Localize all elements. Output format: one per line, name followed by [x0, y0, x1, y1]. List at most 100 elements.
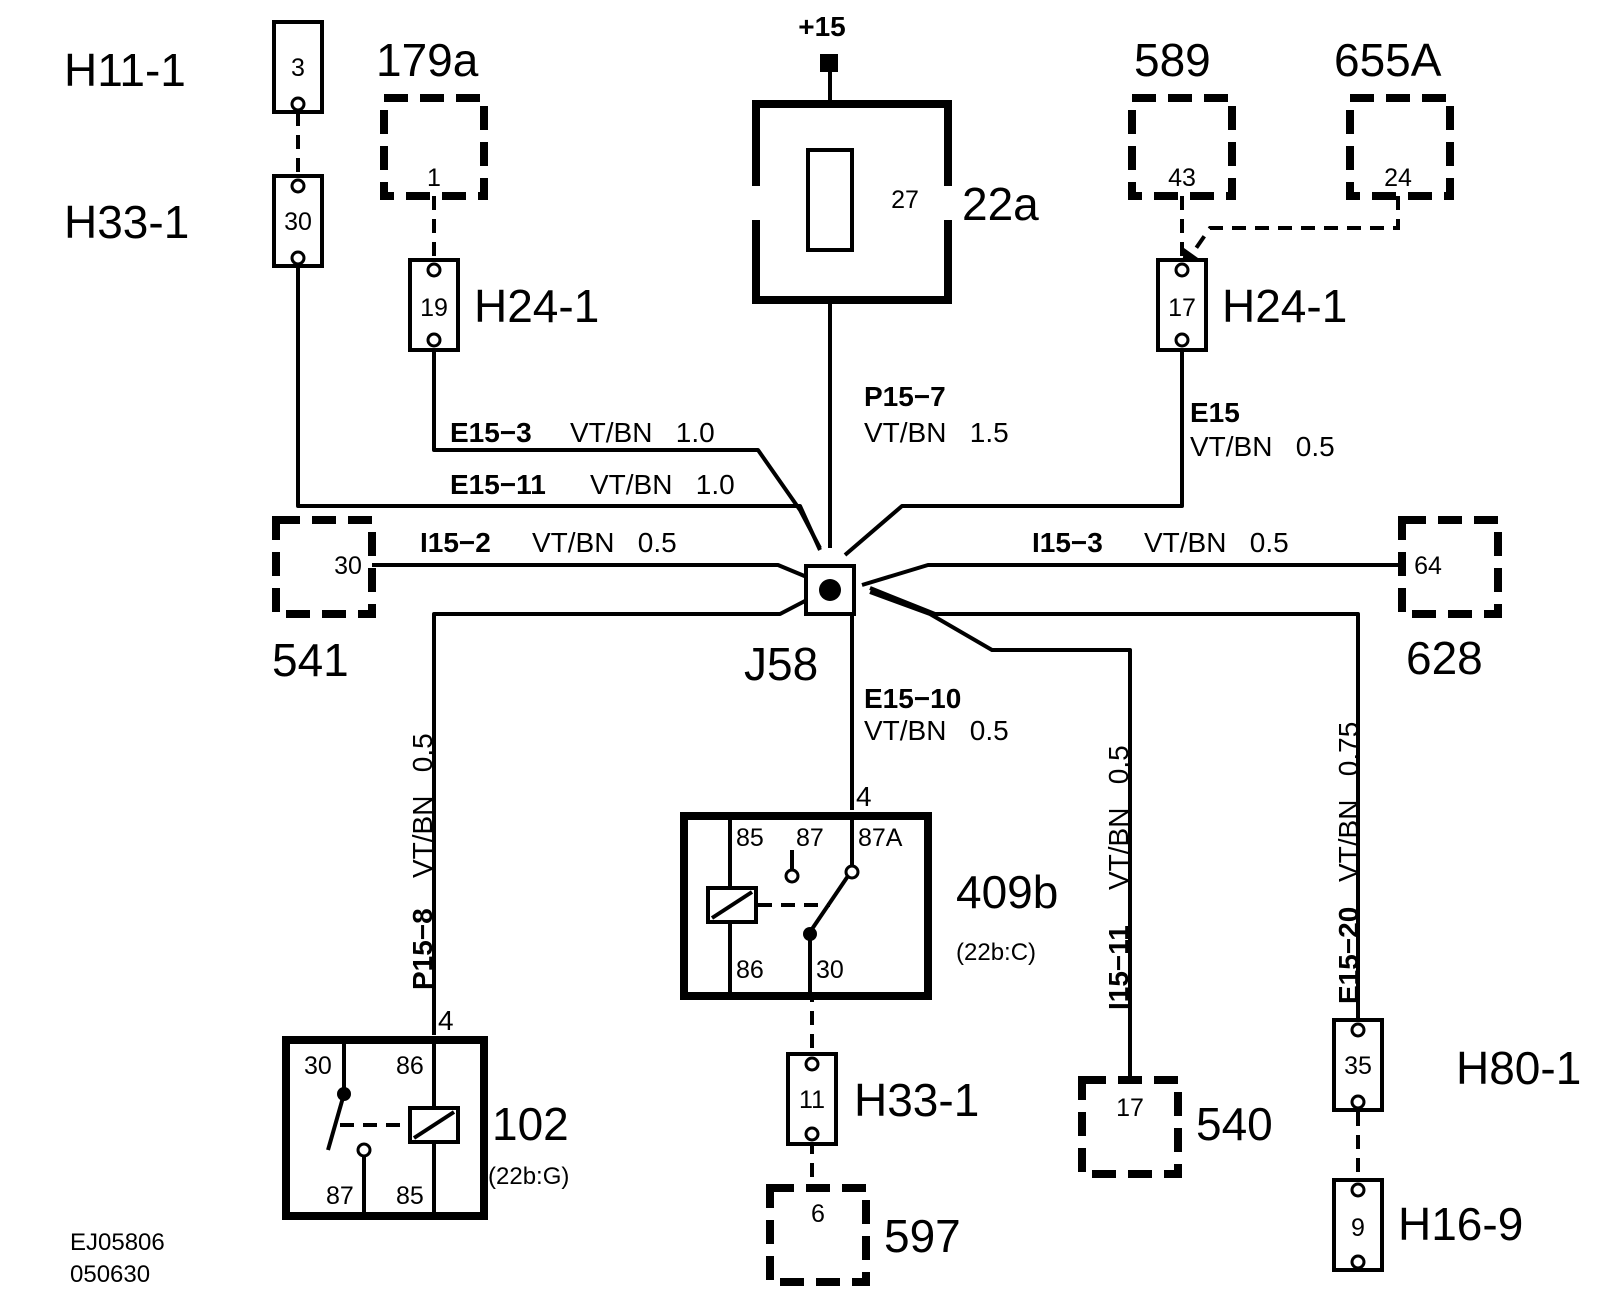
unit-655a-pin: 24: [1384, 164, 1412, 192]
fuse-element-icon: [806, 148, 854, 252]
conn-h33-1: [272, 174, 324, 268]
wire-i15-2-spec: VT/BN 0.5: [532, 527, 677, 558]
wire-i15-11: [869, 590, 1132, 1080]
unit-540: [1078, 1076, 1182, 1178]
conn-h16-9-label: H16-9: [1398, 1198, 1523, 1250]
conn-h33-1-bottom-pin: 11: [799, 1086, 825, 1114]
link-655a-h24: [1190, 196, 1400, 256]
relay-409b-wire-pin: 4: [856, 781, 872, 812]
conn-h24-1-right-label: H24-1: [1222, 280, 1347, 332]
switch-arm-icon: [326, 1093, 346, 1151]
wire-p15-8: [432, 588, 827, 1035]
relay-102-label: 102: [492, 1098, 569, 1150]
contact-87a-icon: [844, 864, 860, 880]
relay-102-pin-86: 86: [396, 1052, 424, 1080]
relay-102-ref: (22b:G): [488, 1163, 569, 1190]
unit-179a-label: 179a: [376, 34, 479, 86]
pin-circle: [1350, 1254, 1366, 1270]
conn-h80-1-label: H80-1: [1456, 1042, 1581, 1094]
footer-date: 050630: [70, 1261, 150, 1288]
relay-102-pin-85: 85: [396, 1182, 424, 1210]
relay-coil-icon: [710, 890, 754, 920]
splice-j58-label: J58: [744, 638, 818, 690]
pin-circle: [290, 250, 306, 266]
unit-597-pin: 6: [811, 1200, 825, 1228]
relay-409b-ref: (22b:C): [956, 939, 1036, 966]
unit-655a-label: 655A: [1334, 34, 1442, 86]
unit-628-label: 628: [1406, 632, 1483, 684]
unit-589-pin: 43: [1168, 164, 1196, 192]
unit-589-label: 589: [1134, 34, 1211, 86]
conn-h24-1-left-label: H24-1: [474, 280, 599, 332]
unit-655a: [1346, 94, 1454, 200]
relay-409b-pin-87a: 87A: [858, 824, 903, 852]
relay-409b-pin-86: 86: [736, 956, 764, 984]
relay-102-wire-pin: 4: [438, 1005, 454, 1036]
wire-i15-3: [861, 563, 1400, 587]
relay-409b-label: 409b: [956, 866, 1058, 918]
relay-409b-pin-30: 30: [816, 956, 844, 984]
wire-i15-11-spec: VT/BN 0.5: [1103, 745, 1134, 890]
supply-terminal: [820, 54, 838, 72]
wire-e15-name: E15: [1190, 397, 1240, 428]
wire-e15: [843, 345, 1184, 557]
pin-circle: [1174, 262, 1190, 278]
wire-e15-11-name: E15−11: [450, 469, 546, 500]
conn-h33-1-bottom-label: H33-1: [854, 1074, 979, 1126]
fuse-id: 22a: [962, 178, 1039, 230]
conn-h16-9-pin: 9: [1351, 1214, 1365, 1242]
conn-h11-1-label: H11-1: [64, 44, 186, 96]
conn-h80-1-pin: 35: [1344, 1052, 1372, 1080]
wire-e15-10-spec: VT/BN 0.5: [864, 715, 1009, 746]
pin-circle: [290, 96, 306, 112]
conn-h33-1-pin: 30: [284, 208, 312, 236]
conn-h33-1-label: H33-1: [64, 196, 189, 248]
wire-e15-3-spec: VT/BN 1.0: [570, 417, 715, 448]
pin-circle: [1350, 1094, 1366, 1110]
contact-87-icon: [784, 868, 800, 884]
pin-circle: [1350, 1022, 1366, 1038]
wire-e15-20: [869, 586, 1360, 1020]
pin-circle: [1350, 1182, 1366, 1198]
wire-e15-3-name: E15−3: [450, 417, 532, 448]
relay-102-pin-87: 87: [326, 1182, 354, 1210]
unit-541: [272, 516, 376, 618]
unit-597: [766, 1184, 870, 1286]
footer-code: EJ05806: [70, 1229, 165, 1256]
unit-540-label: 540: [1196, 1098, 1273, 1150]
pin-circle: [1174, 332, 1190, 348]
wire-p15-8-spec: VT/BN 0.5: [407, 733, 438, 878]
wire-i15-11-name: I15−11: [1103, 925, 1134, 1010]
wire-i15-2-name: I15−2: [420, 527, 491, 558]
pin-circle: [804, 1056, 820, 1072]
fuse-number: 27: [891, 186, 919, 214]
wire-e15-20-name: E15−20: [1333, 907, 1364, 1004]
wire-i15-2: [370, 563, 827, 587]
unit-179a-pin: 1: [427, 164, 441, 192]
wire-e15-10-name: E15−10: [864, 683, 961, 714]
contact-87-icon: [356, 1142, 372, 1158]
relay-409b-pin-85: 85: [736, 824, 764, 852]
pin-circle: [290, 178, 306, 194]
unit-541-label: 541: [272, 634, 349, 686]
pin-circle: [426, 262, 442, 278]
wire-p15-7-name: P15−7: [864, 381, 946, 412]
wire-p15-7-spec: VT/BN 1.5: [864, 417, 1009, 448]
unit-179a: [380, 94, 488, 200]
conn-h11-1-pin: 3: [291, 54, 305, 82]
relay-coil-icon: [412, 1110, 456, 1140]
conn-h24-1-right-pin: 17: [1168, 294, 1196, 322]
pin-circle: [804, 1126, 820, 1142]
box-gap: [932, 186, 962, 220]
unit-597-label: 597: [884, 1210, 961, 1262]
unit-540-pin: 17: [1116, 1094, 1144, 1122]
relay-102-pin-30: 30: [304, 1052, 332, 1080]
wire-e15-20-spec: VT/BN 0.75: [1333, 722, 1364, 882]
wire-i15-3-name: I15−3: [1032, 527, 1103, 558]
unit-541-pin: 30: [334, 552, 362, 580]
pin-circle: [426, 332, 442, 348]
splice-node-icon: [819, 579, 841, 601]
unit-628-pin: 64: [1414, 552, 1442, 580]
wire-p15-8-name: P15−8: [407, 908, 438, 990]
